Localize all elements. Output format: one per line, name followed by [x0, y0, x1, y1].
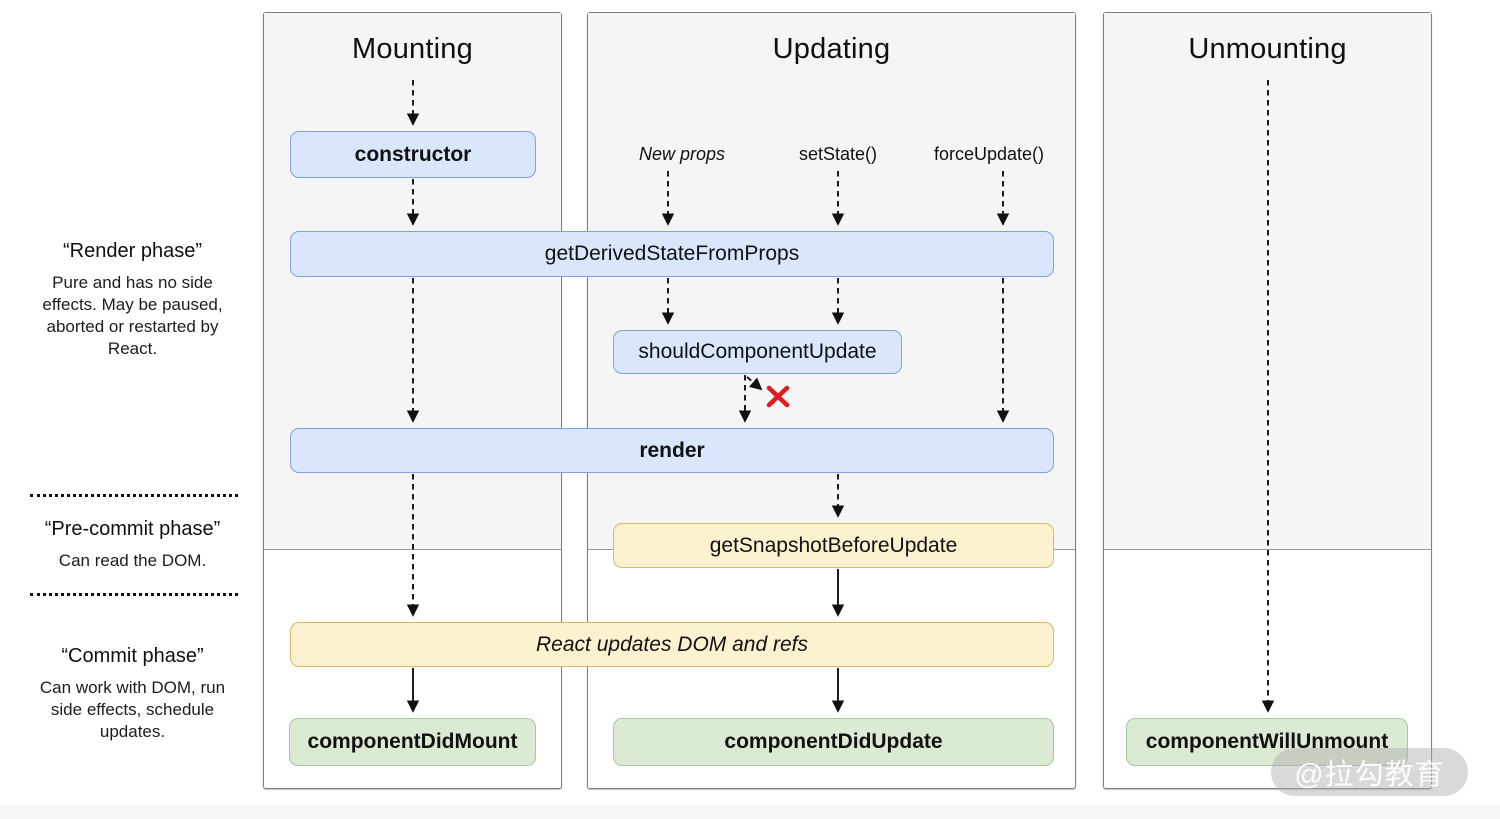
box-should-component-update: shouldComponentUpdate	[613, 330, 902, 374]
column-title-updating: Updating	[772, 33, 891, 65]
box-react-updates-dom-and-refs: React updates DOM and refs	[290, 622, 1054, 667]
phase-separator	[30, 593, 238, 596]
phase-render-title: “Render phase”	[63, 240, 202, 262]
column-unmounting: Unmounting	[1103, 12, 1432, 789]
phase-commit-desc: Can work with DOM, run side effects, sch…	[39, 678, 226, 741]
phase-commit-title: “Commit phase”	[61, 645, 204, 667]
box-component-will-unmount: componentWillUnmount	[1126, 718, 1408, 766]
column-updating: Updating	[587, 12, 1076, 789]
phase-render-desc: Pure and has no side effects. May be pau…	[42, 273, 223, 358]
label-set-state: setState()	[798, 144, 878, 164]
column-mounting: Mounting	[263, 12, 562, 789]
column-title-mounting: Mounting	[352, 33, 473, 65]
watermark-badge: @拉勾教育	[1271, 748, 1468, 796]
phase-separator	[30, 494, 238, 497]
phase-pre-commit-title: “Pre-commit phase”	[44, 518, 221, 540]
box-get-snapshot-before-update: getSnapshotBeforeUpdate	[613, 523, 1054, 568]
phase-render: “Render phase” Pure and has no side effe…	[25, 240, 240, 360]
phase-commit: “Commit phase” Can work with DOM, run si…	[25, 645, 240, 743]
box-get-derived-state-from-props: getDerivedStateFromProps	[290, 231, 1054, 277]
label-force-update: forceUpdate()	[933, 144, 1045, 164]
box-component-did-mount: componentDidMount	[289, 718, 536, 766]
column-title-unmounting: Unmounting	[1188, 33, 1347, 65]
box-constructor: constructor	[290, 131, 536, 178]
label-new-props: New props	[638, 144, 726, 164]
box-component-did-update: componentDidUpdate	[613, 718, 1054, 766]
phase-pre-commit-desc: Can read the DOM.	[58, 551, 207, 570]
box-render: render	[290, 428, 1054, 473]
bottom-strip	[0, 806, 1500, 819]
render-phase-background	[1104, 13, 1431, 550]
phase-pre-commit: “Pre-commit phase” Can read the DOM.	[25, 518, 240, 572]
